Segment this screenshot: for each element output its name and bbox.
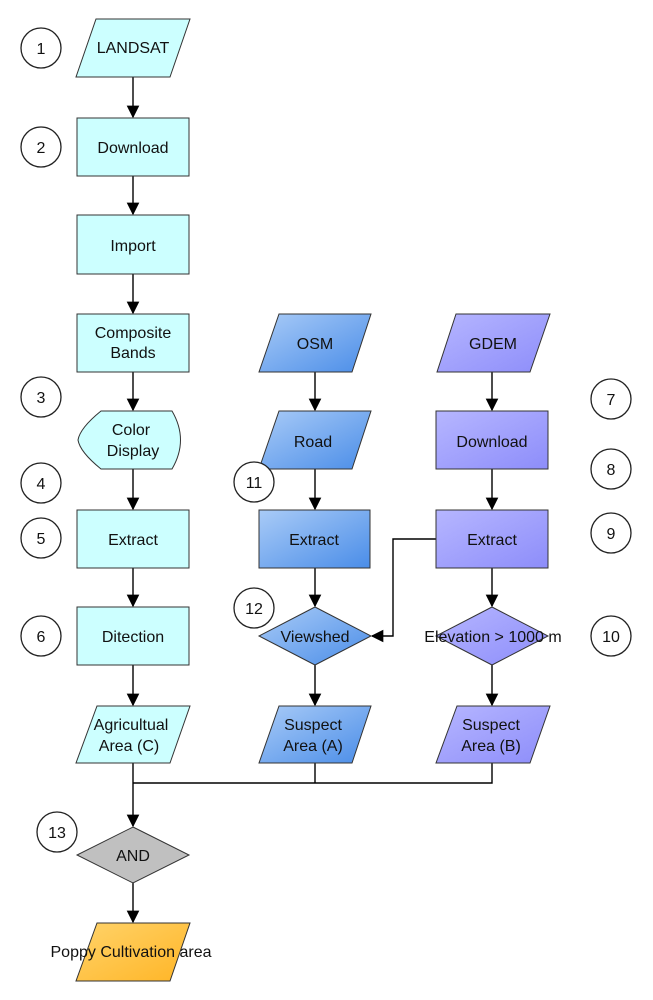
edge-gdem-extract-to-viewshed	[370, 538, 436, 643]
step-circle-7: 7	[590, 378, 632, 420]
viewshed-diamond	[257, 606, 373, 666]
composite-label-line2: Bands	[110, 345, 155, 362]
step-number: 10	[602, 629, 620, 646]
agri-label-line2: Area (C)	[99, 738, 159, 755]
node-extract-landsat: Extract	[76, 509, 190, 569]
step-circle-8: 8	[590, 448, 632, 490]
step-circle-5: 5	[20, 517, 62, 559]
gdem-label: GDEM	[469, 336, 517, 353]
extract-label: Extract	[108, 532, 158, 549]
gdem-parallelogram	[436, 313, 551, 373]
step-number: 13	[48, 825, 66, 842]
osm-label: OSM	[297, 336, 333, 353]
step-circle-13: 13	[36, 811, 78, 853]
step-circle-6: 6	[20, 615, 62, 657]
node-color-display: Color Display	[77, 410, 181, 470]
step-circle-12: 12	[233, 587, 275, 629]
color-display-shape	[77, 410, 181, 470]
node-osm: OSM	[258, 313, 372, 373]
suspect-b-label-line1: Suspect	[462, 717, 520, 734]
edges	[126, 77, 499, 924]
step-circle-4: 4	[20, 462, 62, 504]
download-gdem-box	[435, 410, 549, 470]
step-circle-2: 2	[20, 126, 62, 168]
download-box	[76, 117, 190, 177]
suspect-b-label-line2: Area (B)	[461, 738, 521, 755]
node-download-landsat: Download	[76, 117, 190, 177]
viewshed-label: Viewshed	[280, 629, 349, 646]
elevation-diamond	[434, 606, 550, 666]
step-number: 6	[37, 629, 46, 646]
step-number: 1	[37, 41, 46, 58]
step-number: 8	[607, 462, 616, 479]
step-number: 12	[245, 601, 263, 618]
and-diamond	[75, 826, 191, 884]
step-number: 4	[37, 476, 46, 493]
step-number: 9	[607, 526, 616, 543]
step-numbers: 1 2 3 4 5 6 7 8	[20, 27, 632, 853]
node-road: Road	[258, 410, 372, 470]
detection-label: Ditection	[102, 629, 164, 646]
node-import: Import	[76, 214, 190, 275]
suspect-b-parallelogram	[435, 705, 551, 764]
step-circle-9: 9	[590, 512, 632, 554]
node-composite-bands: Composite Bands	[76, 313, 190, 373]
node-download-gdem: Download	[435, 410, 549, 470]
extract-gdem-label: Extract	[467, 532, 517, 549]
edge-suspectB-merge	[133, 763, 493, 784]
node-extract-osm: Extract	[258, 509, 371, 569]
step-number: 2	[37, 140, 46, 157]
suspect-a-label-line2: Area (A)	[283, 738, 343, 755]
extract-osm-box	[258, 509, 371, 569]
suspect-a-label-line1: Suspect	[284, 717, 342, 734]
step-circle-1: 1	[20, 27, 62, 69]
agri-parallelogram	[75, 705, 191, 764]
composite-box	[76, 313, 190, 373]
suspect-a-parallelogram	[258, 705, 372, 764]
download-label: Download	[97, 140, 168, 157]
node-agricultural-area: Agricultual Area (C)	[75, 705, 191, 764]
landsat-parallelogram	[75, 18, 191, 78]
extract-osm-label: Extract	[289, 532, 339, 549]
step-circle-11: 11	[233, 461, 275, 503]
download-gdem-label: Download	[456, 434, 527, 451]
poppy-parallelogram	[75, 922, 191, 982]
node-and: AND	[75, 826, 191, 884]
step-circle-10: 10	[590, 615, 632, 657]
color-display-label-line2: Display	[107, 443, 159, 460]
step-number: 3	[37, 390, 46, 407]
step-circle-3: 3	[20, 376, 62, 418]
and-label: AND	[116, 848, 150, 865]
road-parallelogram	[258, 410, 372, 470]
agri-label-line1: Agricultual	[94, 717, 169, 734]
road-label: Road	[294, 434, 332, 451]
poppy-label: Poppy Cultivation area	[51, 944, 212, 961]
node-elevation: Elevation > 1000 m	[424, 606, 562, 666]
landsat-label: LANDSAT	[97, 40, 170, 57]
node-extract-gdem: Extract	[435, 509, 549, 569]
extract-box	[76, 509, 190, 569]
node-gdem: GDEM	[436, 313, 551, 373]
node-detection: Ditection	[76, 606, 190, 666]
node-suspect-area-a: Suspect Area (A)	[258, 705, 372, 764]
extract-gdem-box	[435, 509, 549, 569]
import-box	[76, 214, 190, 275]
step-number: 5	[37, 531, 46, 548]
node-landsat: LANDSAT	[75, 18, 191, 78]
osm-parallelogram	[258, 313, 372, 373]
composite-label-line1: Composite	[95, 325, 172, 342]
node-poppy-cultivation-area: Poppy Cultivation area	[51, 922, 212, 982]
color-display-label-line1: Color	[112, 422, 151, 439]
node-viewshed: Viewshed	[257, 606, 373, 666]
step-number: 7	[607, 392, 616, 409]
detection-box	[76, 606, 190, 666]
step-number: 11	[246, 475, 263, 492]
node-suspect-area-b: Suspect Area (B)	[435, 705, 551, 764]
import-label: Import	[110, 238, 156, 255]
elevation-label: Elevation > 1000 m	[424, 629, 561, 646]
